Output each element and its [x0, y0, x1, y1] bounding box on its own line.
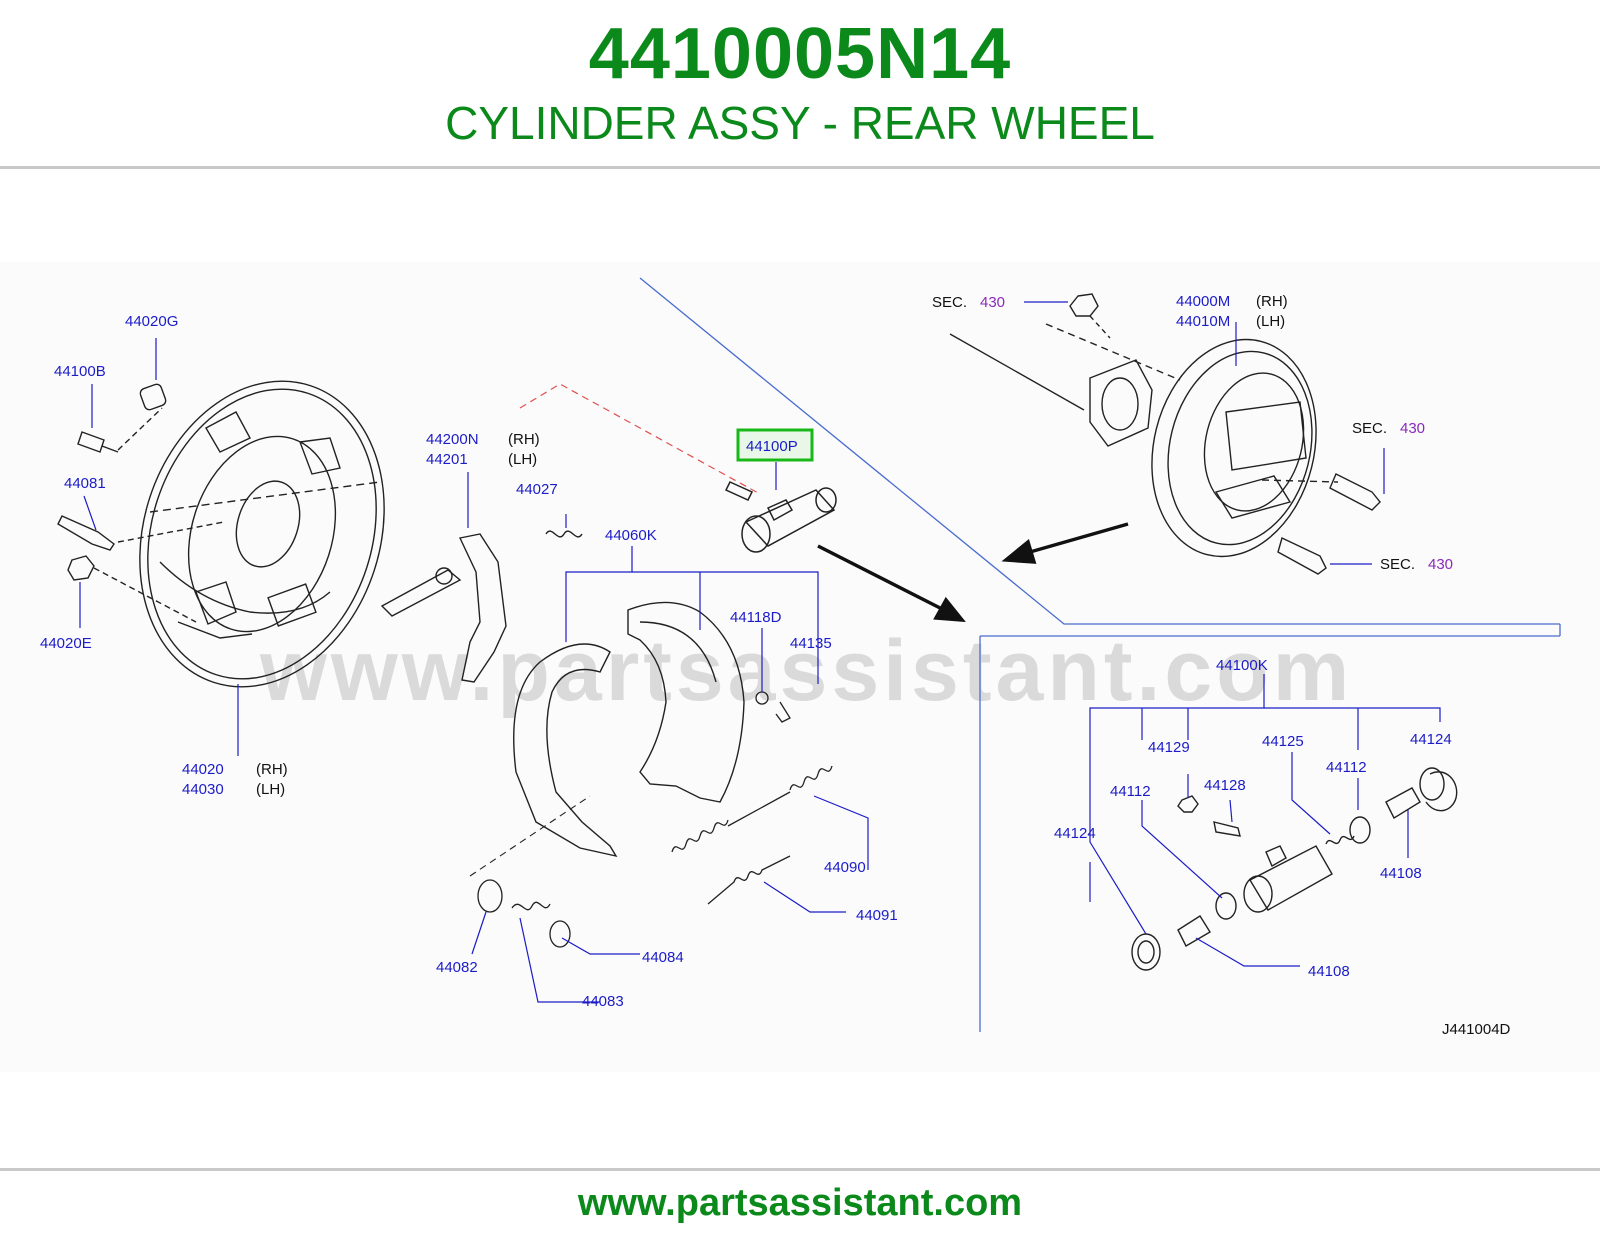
drum-assembly-drawing	[949, 293, 1381, 575]
part-label-44135[interactable]: 44135	[790, 635, 832, 652]
part-label-44108[interactable]: 44108	[1308, 963, 1350, 980]
section-ref-number[interactable]: 430	[980, 294, 1005, 311]
wheel-cylinder-drawing	[724, 481, 837, 553]
footer-website-link[interactable]: www.partsassistant.com	[577, 1182, 1023, 1224]
part-label-44100P[interactable]: 44100P	[746, 438, 798, 455]
part-label-44020G[interactable]: 44020G	[125, 313, 178, 330]
part-label-44108[interactable]: 44108	[1380, 865, 1422, 882]
part-label-44118D[interactable]: 44118D	[730, 609, 782, 626]
part-label-44027[interactable]: 44027	[516, 481, 558, 498]
part-label-44128[interactable]: 44128	[1204, 777, 1246, 794]
footer-divider	[0, 1168, 1600, 1171]
part-label-44129[interactable]: 44129	[1148, 739, 1190, 756]
section-ref-label: SEC.	[1380, 556, 1415, 573]
region-divider-lines	[639, 277, 1561, 1032]
part-label-44000M[interactable]: 44000M	[1176, 293, 1230, 310]
exploded-view-drawing: www.partsassistant.com	[40, 277, 1561, 1038]
part-label-44083[interactable]: 44083	[582, 993, 624, 1010]
side-label-lh: (LH)	[1256, 313, 1285, 330]
side-label-rh: (RH)	[508, 431, 540, 448]
part-label-44060K[interactable]: 44060K	[605, 527, 657, 544]
highlight-guide-dashed	[519, 383, 761, 495]
part-label-44084[interactable]: 44084	[642, 949, 684, 966]
part-label-44020E[interactable]: 44020E	[40, 635, 92, 652]
part-label-44124[interactable]: 44124	[1054, 825, 1096, 842]
part-label-44124[interactable]: 44124	[1410, 731, 1452, 748]
part-label-44010M[interactable]: 44010M	[1176, 313, 1230, 330]
side-label-lh: (LH)	[256, 781, 285, 798]
page-header: 4410005N14 CYLINDER ASSY - REAR WHEEL	[0, 0, 1600, 168]
parts-diagram: www.partsassistant.com	[0, 262, 1600, 1072]
part-label-44100K[interactable]: 44100K	[1216, 657, 1268, 674]
watermark-text: www.partsassistant.com	[259, 623, 1353, 719]
side-label-lh: (LH)	[508, 451, 537, 468]
part-number-title: 4410005N14	[588, 14, 1012, 94]
part-label-44091[interactable]: 44091	[856, 907, 898, 924]
backing-plate-drawing	[139, 380, 385, 688]
header-divider	[0, 166, 1600, 169]
part-label-44200N[interactable]: 44200N	[426, 431, 479, 448]
cylinder-exploded-drawing	[1131, 767, 1458, 971]
section-ref-number[interactable]: 430	[1400, 420, 1425, 437]
section-ref-label: SEC.	[1352, 420, 1387, 437]
part-label-44112[interactable]: 44112	[1110, 783, 1151, 800]
part-label-44020[interactable]: 44020	[182, 761, 224, 778]
section-ref-number[interactable]: 430	[1428, 556, 1453, 573]
section-ref-label: SEC.	[932, 294, 967, 311]
part-label-44100B[interactable]: 44100B	[54, 363, 106, 380]
part-label-44082[interactable]: 44082	[436, 959, 478, 976]
left-fasteners-drawing	[57, 383, 225, 623]
part-label-44090[interactable]: 44090	[824, 859, 866, 876]
retainer-guide-dashed	[469, 795, 591, 877]
leader-lines	[79, 301, 1441, 1003]
adjuster-lever-drawing	[380, 530, 583, 683]
direction-arrows	[817, 522, 1129, 623]
part-label-44125[interactable]: 44125	[1262, 733, 1304, 750]
part-label-44081[interactable]: 44081	[64, 475, 106, 492]
part-description-title: CYLINDER ASSY - REAR WHEEL	[445, 97, 1155, 149]
highlight-box	[736, 428, 814, 462]
part-label-44201[interactable]: 44201	[426, 451, 468, 468]
part-label-44112[interactable]: 44112	[1326, 759, 1367, 776]
part-label-44030[interactable]: 44030	[182, 781, 224, 798]
side-label-rh: (RH)	[256, 761, 288, 778]
side-label-rh: (RH)	[1256, 293, 1288, 310]
diagram-code: J441004D	[1442, 1021, 1511, 1038]
springs-drawing	[477, 691, 833, 948]
